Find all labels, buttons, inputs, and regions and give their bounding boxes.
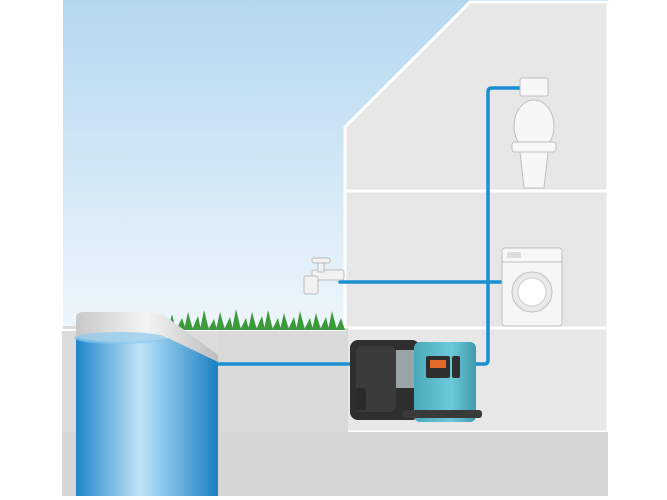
grass bbox=[168, 309, 345, 330]
pipes bbox=[216, 86, 526, 366]
garden-pump-icon bbox=[350, 340, 482, 422]
washing-machine-icon bbox=[501, 247, 563, 327]
tank-water bbox=[76, 338, 218, 496]
riser-pipe bbox=[468, 86, 526, 366]
outdoor-tap-icon bbox=[303, 257, 345, 295]
lower-wall bbox=[218, 328, 348, 432]
rainwater-tank bbox=[74, 312, 218, 496]
toilet-icon bbox=[511, 77, 557, 189]
